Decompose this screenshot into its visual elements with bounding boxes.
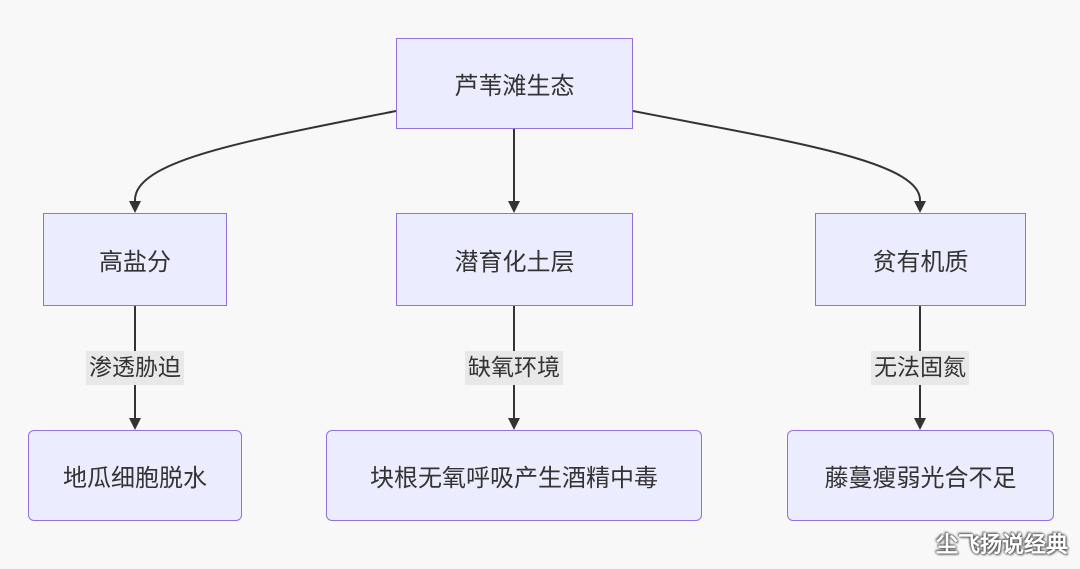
edge-label-salt: 渗透胁迫 bbox=[86, 351, 184, 385]
watermark-text: 尘飞扬说经典 bbox=[935, 533, 1068, 558]
edge-label-organic: 无法固氮 bbox=[871, 351, 969, 385]
factor-node-salt: 高盐分 bbox=[43, 213, 227, 306]
root-node: 芦苇滩生态 bbox=[396, 38, 633, 129]
effect-node-gley: 块根无氧呼吸产生酒精中毒 bbox=[326, 430, 702, 521]
edge-root-to-salt bbox=[129, 110, 397, 213]
factor-node-gley: 潜育化土层 bbox=[396, 213, 633, 306]
edge-root-to-organic bbox=[632, 110, 926, 213]
factor-node-organic: 贫有机质 bbox=[815, 213, 1026, 306]
edge-label-gley: 缺氧环境 bbox=[465, 351, 563, 385]
effect-node-salt: 地瓜细胞脱水 bbox=[28, 430, 242, 521]
effect-node-organic: 藤蔓瘦弱光合不足 bbox=[787, 430, 1054, 521]
